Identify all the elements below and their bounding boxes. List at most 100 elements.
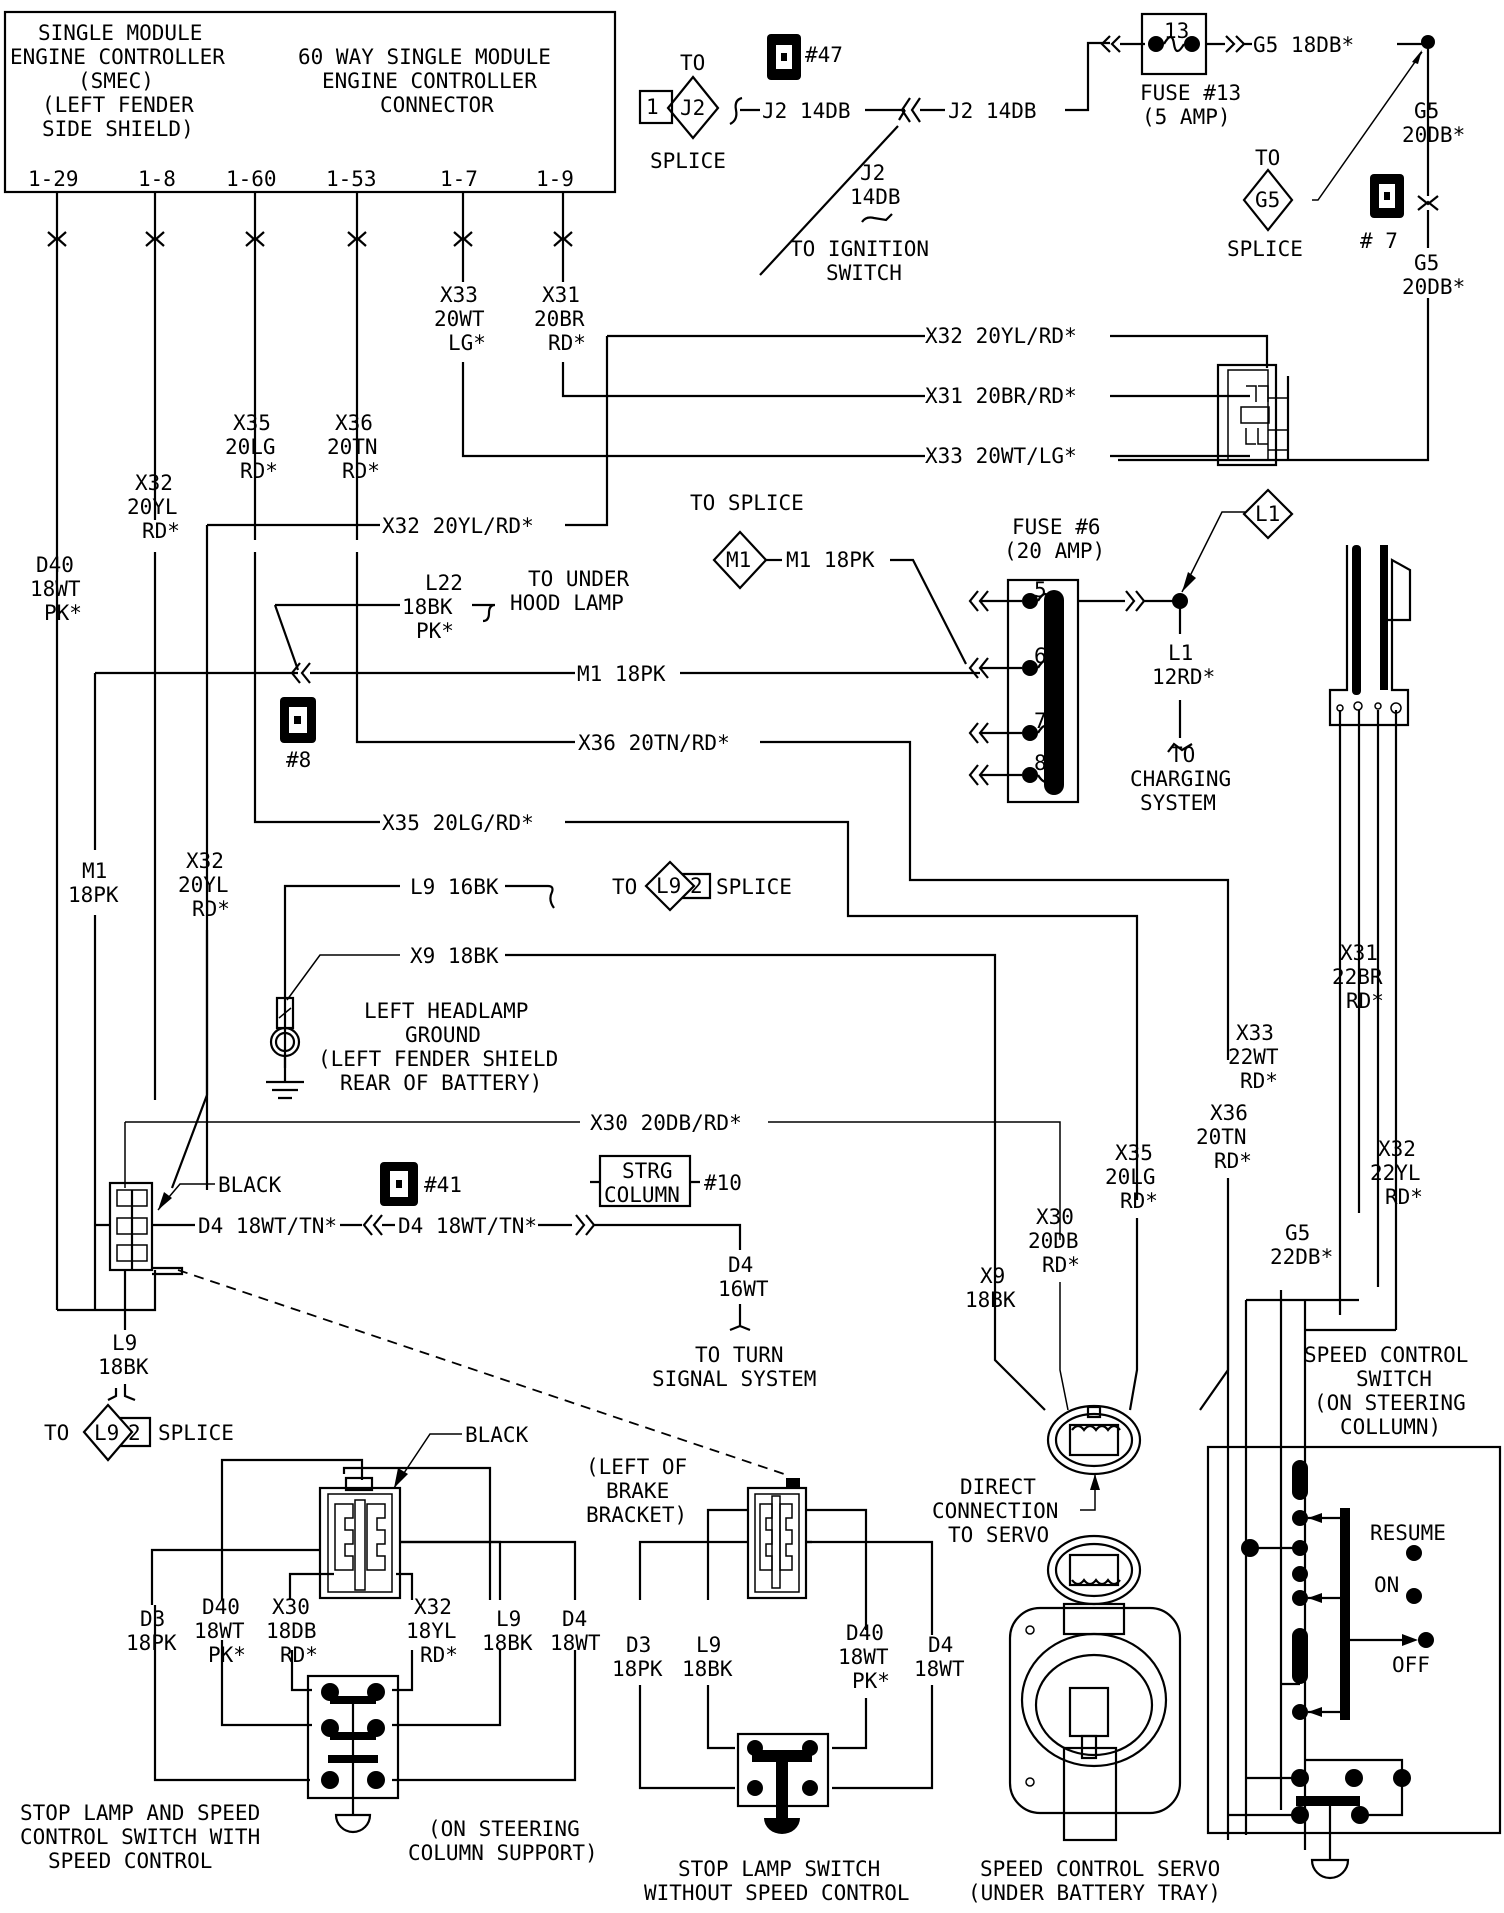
speed-control-switch — [1206, 1445, 1502, 1880]
pin-1-8: 1-8 — [138, 167, 176, 191]
nosc-caption-2: WITHOUT SPEED CONTROL — [644, 1881, 910, 1905]
turn-signal-1: TO TURN — [695, 1343, 784, 1367]
rw-x9-2: 18BK — [965, 1288, 1016, 1312]
x33-label-1: X33 — [440, 283, 478, 307]
g5-to-label: TO — [1255, 146, 1280, 170]
l9-splice-id-2: L9 — [94, 1421, 119, 1445]
speed-control-servo — [1008, 1534, 1182, 1842]
rw-x30-3: RD* — [1042, 1253, 1080, 1277]
x32-label-3: RD* — [142, 519, 180, 543]
charging-3: SYSTEM — [1140, 791, 1216, 815]
nosc-location-3: BRACKET) — [586, 1503, 687, 1527]
rw-x32-1: X32 — [1378, 1137, 1416, 1161]
x36-wire: X36 20TN/RD* — [578, 731, 730, 755]
fuse-6-cavity-8: 8 — [1034, 751, 1047, 775]
connector-7-label: # 7 — [1360, 229, 1398, 253]
x32-top-wire: X32 20YL/RD* — [925, 324, 1077, 348]
sc-d4-2: 18WT — [550, 1631, 601, 1655]
l9-splice-label-2: SPLICE — [158, 1421, 234, 1445]
g5-vert-2a: G5 — [1414, 251, 1439, 275]
d4-wire-left: D4 18WT/TN* — [198, 1214, 337, 1238]
sc-x30-1: X30 — [272, 1595, 310, 1619]
sc-location-1: (ON STEERING — [428, 1817, 580, 1841]
black-connector-left — [108, 1181, 184, 1276]
nosc-location-1: (LEFT OF — [586, 1455, 687, 1479]
sc-x32-2: 18YL — [406, 1619, 457, 1643]
speed-control-stalk — [1328, 545, 1412, 1330]
m1-wire-right: M1 18PK — [786, 548, 875, 572]
sc-l9-2: 18BK — [482, 1631, 533, 1655]
speed-switch-title-4: COLLUMN) — [1340, 1415, 1441, 1439]
x36-label-1: X36 — [335, 411, 373, 435]
servo-conn-2: CONNECTION — [932, 1499, 1058, 1523]
l1-wire-2: 12RD* — [1152, 665, 1215, 689]
m1-vert-1: M1 — [82, 859, 107, 883]
smec-pin-connectors — [47, 192, 573, 1310]
sc-caption-3: SPEED CONTROL — [48, 1849, 212, 1873]
sc-d40-1: D40 — [202, 1595, 240, 1619]
servo-label-1: SPEED CONTROL SERVO — [980, 1857, 1220, 1881]
nosc-d3-1: D3 — [626, 1633, 651, 1657]
pin-1-60: 1-60 — [226, 167, 277, 191]
l22-label-1: L22 — [425, 571, 463, 595]
rw-x35-3: RD* — [1120, 1189, 1158, 1213]
l22-label-2: 18BK — [402, 595, 453, 619]
nosc-d4-1: D4 — [928, 1633, 953, 1657]
smec-title-4: (LEFT FENDER — [42, 93, 194, 117]
stop-lamp-nosc-connector — [746, 1478, 808, 1600]
smec-title-2: ENGINE CONTROLLER — [10, 45, 225, 69]
j2-wire-right-label: J2 14DB — [948, 99, 1037, 123]
nosc-l9-1: L9 — [696, 1633, 721, 1657]
speed-control-connector-top — [1216, 363, 1290, 467]
pin-1-53: 1-53 — [326, 167, 377, 191]
l1-wire-1: L1 — [1168, 641, 1193, 665]
sc-x30-2: 18DB — [266, 1619, 317, 1643]
m1-vert-2: 18PK — [68, 883, 119, 907]
l9-18bk-1: L9 — [112, 1331, 137, 1355]
x36-label-3: RD* — [342, 459, 380, 483]
x36-label-2: 20TN — [327, 435, 378, 459]
rw-x33-3: RD* — [1240, 1069, 1278, 1093]
j2-to-label: TO — [680, 51, 705, 75]
nosc-d40-3: PK* — [852, 1669, 890, 1693]
d40-label-3: PK* — [44, 601, 82, 625]
speed-switch-title-1: SPEED CONTROL — [1304, 1343, 1468, 1367]
strg-column-2: COLUMN — [604, 1183, 680, 1207]
fuse-6-block: FUSE #6 (20 AMP) 5 6 7 8 — [968, 515, 1180, 804]
x32-vert2-2: 20YL — [178, 873, 229, 897]
sc-x32-1: X32 — [414, 1595, 452, 1619]
servo-label-2: (UNDER BATTERY TRAY) — [968, 1881, 1221, 1905]
rw-x32-3: RD* — [1385, 1185, 1423, 1209]
speed-switch-title-2: SWITCH — [1356, 1367, 1432, 1391]
rw-x31-3: RD* — [1346, 989, 1384, 1013]
pin-1-29: 1-29 — [28, 167, 79, 191]
fuse-6-cavity-7: 7 — [1034, 709, 1047, 733]
turn-signal-2: SIGNAL SYSTEM — [652, 1367, 816, 1391]
stop-lamp-nosc-switch — [736, 1732, 830, 1834]
x35-label-3: RD* — [240, 459, 278, 483]
fuse-13-label-1: FUSE #13 — [1140, 81, 1241, 105]
x33-label-3: LG* — [448, 331, 486, 355]
d40-label-2: 18WT — [30, 577, 81, 601]
under-hood-2: HOOD LAMP — [510, 591, 624, 615]
connector-47-icon — [767, 34, 801, 80]
sc-caption-1: STOP LAMP AND SPEED — [20, 1801, 260, 1825]
strg-column-1: STRG — [622, 1159, 673, 1183]
x9-wire: X9 18BK — [410, 944, 499, 968]
g5-splice-id: G5 — [1255, 188, 1280, 212]
rw-x30-1: X30 — [1036, 1205, 1074, 1229]
smec-module: SINGLE MODULE ENGINE CONTROLLER (SMEC) (… — [3, 10, 617, 194]
stop-lamp-speed-connector — [318, 1476, 402, 1600]
ground-label-3: (LEFT FENDER SHIELD — [318, 1047, 558, 1071]
g5-vert-1a: G5 — [1414, 99, 1439, 123]
l1-splice-id: L1 — [1255, 502, 1280, 526]
l9-splice-num-2: 2 — [128, 1421, 141, 1445]
l22-label-3: PK* — [416, 619, 454, 643]
servo-conn-3: TO SERVO — [948, 1523, 1049, 1547]
nosc-d40-1: D40 — [846, 1621, 884, 1645]
j2-splice-id: J2 — [680, 96, 705, 120]
x32-label-1: X32 — [135, 471, 173, 495]
l9-splice-to: TO — [612, 875, 637, 899]
x31-label-3: RD* — [548, 331, 586, 355]
servo-direct-connector — [1046, 1404, 1142, 1476]
